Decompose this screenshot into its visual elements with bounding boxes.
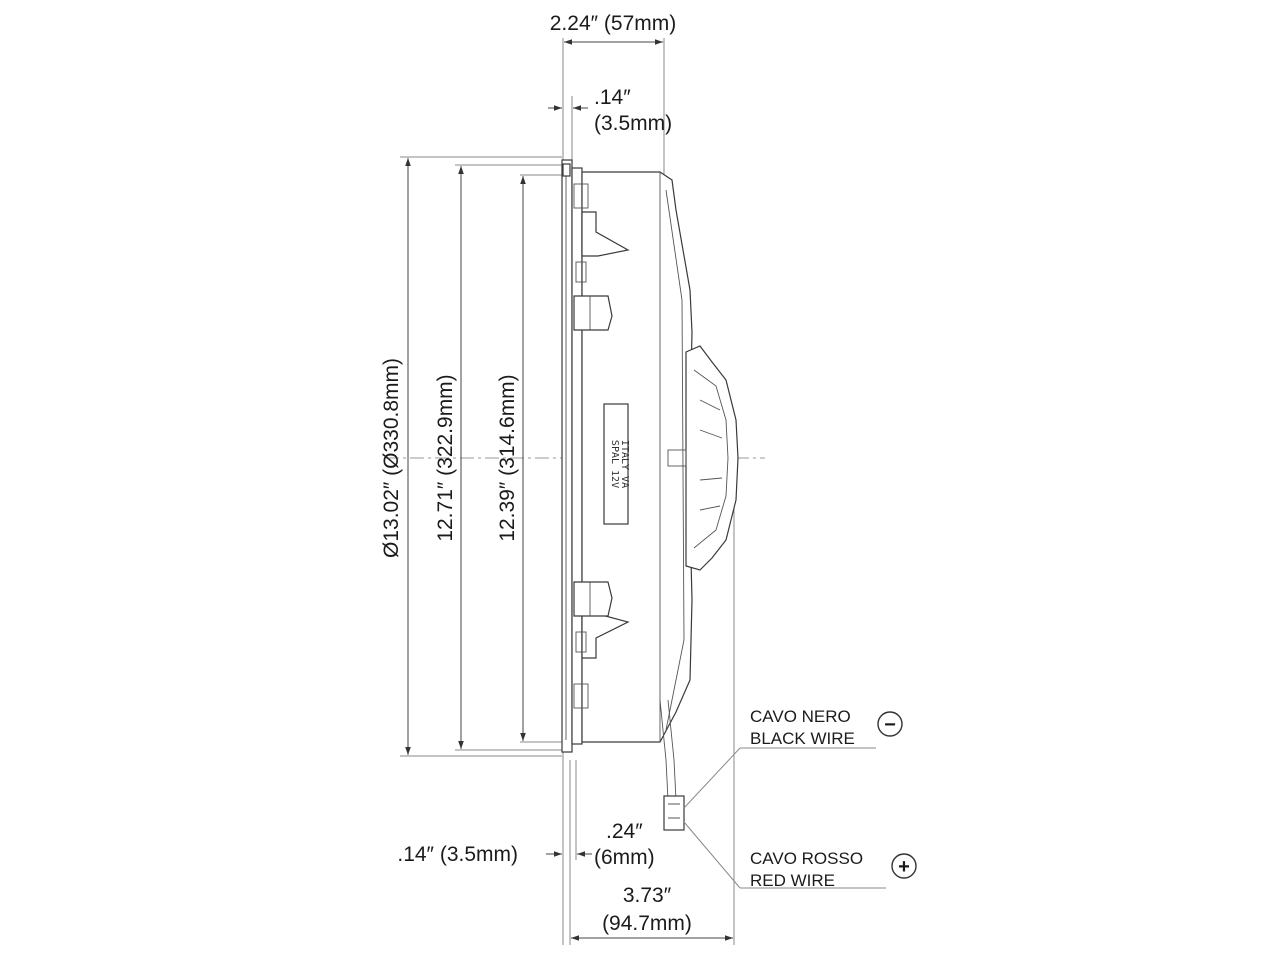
flange-top-inch-label: .14″	[594, 86, 631, 109]
black-wire-lead	[659, 699, 669, 801]
minus-circle-icon	[877, 711, 903, 737]
motor-hub	[685, 345, 739, 571]
svg-text:ITALY VA: ITALY VA	[619, 440, 630, 488]
flange-top-mm-label: (3.5mm)	[594, 112, 672, 135]
offset-inch-label: .24″	[606, 820, 643, 843]
total-depth-inch-label: 3.73″	[623, 884, 672, 907]
total-depth-mm-label: (94.7mm)	[602, 912, 692, 935]
wire-connector	[663, 795, 685, 831]
diameter-label: Ø13.02″ (Ø330.8mm)	[380, 358, 403, 558]
mounting-tab-top	[581, 211, 630, 257]
black-wire-english-label: BLACK WIRE	[750, 729, 855, 748]
red-wire-english-label: RED WIRE	[750, 871, 835, 890]
svg-text:SPAL 12V: SPAL 12V	[609, 440, 620, 488]
height-12-39-label: 12.39″ (314.6mm)	[496, 374, 519, 541]
label-plate	[603, 403, 629, 525]
clip-bottom	[573, 581, 613, 617]
red-wire-symbol: +	[898, 856, 910, 878]
black-wire-italian-label: CAVO NERO	[750, 707, 851, 726]
height-12-71-label: 12.71″ (322.9mm)	[434, 374, 457, 541]
plus-circle-icon	[891, 853, 917, 879]
dimension-lines	[405, 39, 733, 941]
front-flange	[561, 159, 573, 753]
clip-top	[573, 295, 613, 331]
black-wire-symbol: −	[884, 714, 896, 736]
overall-depth-label: 2.24″ (57mm)	[550, 12, 676, 35]
fan-side-profile: SPAL 12V ITALY VA	[561, 159, 739, 831]
flange-bottom-label: .14″ (3.5mm)	[397, 843, 518, 866]
red-wire-italian-label: CAVO ROSSO	[750, 849, 863, 868]
offset-mm-label: (6mm)	[594, 846, 655, 869]
wire-leaders	[683, 747, 886, 889]
